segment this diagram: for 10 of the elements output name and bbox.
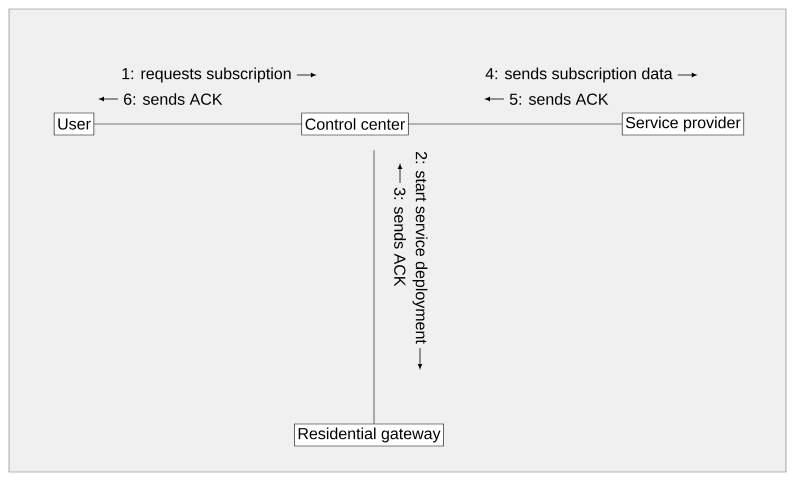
message-label: 2: start service deployment bbox=[412, 152, 428, 344]
process-box: Control center bbox=[301, 112, 409, 136]
message-label: 6: sends ACK bbox=[124, 93, 222, 105]
message-label: 5: sends ACK bbox=[510, 93, 608, 105]
message-label: 1: requests subscription bbox=[122, 68, 291, 82]
message-label: 4: sends subscription data bbox=[486, 68, 673, 82]
message-label: 3: sends ACK bbox=[394, 188, 406, 286]
process-box: Residential gateway bbox=[294, 424, 444, 446]
process-box: Service provider bbox=[622, 112, 744, 136]
process-box: User bbox=[54, 112, 94, 136]
